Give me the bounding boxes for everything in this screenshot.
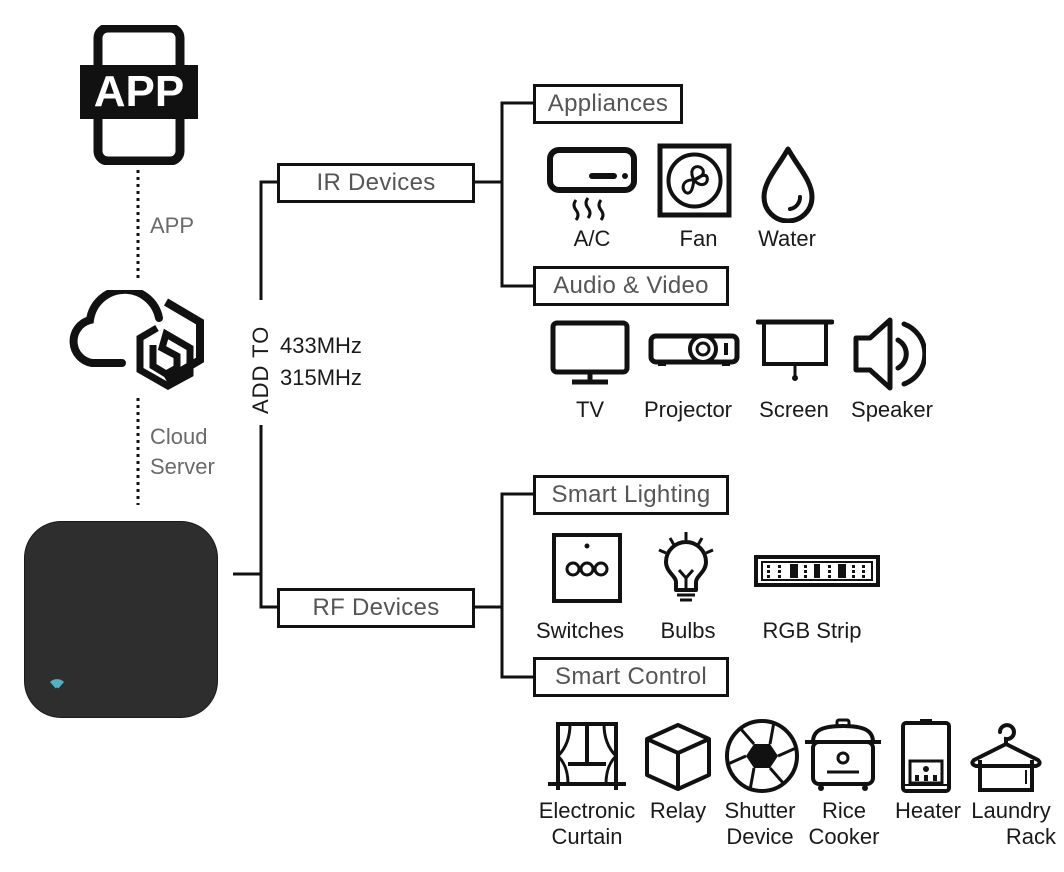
- item-label-screen: Screen: [759, 397, 829, 422]
- item-label-speaker: Speaker: [851, 397, 933, 422]
- ir-devices-box[interactable]: IR Devices: [277, 163, 475, 203]
- rf-fork-line: [500, 492, 535, 679]
- smart-control-box[interactable]: Smart Control: [533, 657, 729, 697]
- item-label-rgb-strip: RGB Strip: [762, 618, 862, 643]
- fan-icon: [657, 143, 732, 218]
- item-label-shutter-line1: Shutter: [724, 798, 796, 823]
- add-to-label: ADD TO: [248, 325, 273, 414]
- app-icon-label: APP: [93, 67, 185, 116]
- speaker-icon: [852, 316, 928, 392]
- water-drop-icon: [758, 145, 818, 224]
- trunk-line-ir: [259, 180, 280, 300]
- cloud-label-line2: Server: [150, 454, 215, 479]
- rice-cooker-icon: [803, 718, 883, 794]
- curtain-icon: [546, 720, 628, 794]
- frequency-315: 315MHz: [280, 365, 362, 390]
- item-label-ac: A/C: [573, 226, 611, 251]
- trunk-line-rf: [259, 425, 280, 609]
- appliances-box[interactable]: Appliances: [533, 84, 683, 124]
- item-label-rice-line1: Rice: [821, 798, 866, 823]
- item-label-projector: Projector: [643, 397, 733, 422]
- heater-icon: [900, 717, 952, 795]
- item-label-laundry-line2: Rack: [1005, 824, 1056, 849]
- app-link-label: APP: [150, 213, 195, 238]
- item-label-fan: Fan: [679, 226, 718, 251]
- ir-rf-hub-icon: [25, 522, 217, 717]
- smart-lighting-box[interactable]: Smart Lighting: [533, 475, 729, 515]
- item-label-curtain-line2: Curtain: [551, 824, 623, 849]
- cloud-server-icon: [62, 285, 212, 391]
- item-label-rice-line2: Cooker: [808, 824, 880, 849]
- item-label-tv: TV: [575, 397, 605, 422]
- wifi-indicator-icon: [50, 679, 64, 691]
- item-label-shutter-line2: Device: [726, 824, 794, 849]
- projection-screen-icon: [755, 318, 835, 384]
- ir-fork-line: [500, 101, 535, 288]
- item-label-curtain-line1: Electronic: [538, 798, 636, 823]
- item-label-switches: Switches: [535, 618, 625, 643]
- frequency-433: 433MHz: [280, 333, 362, 358]
- item-label-bulbs: Bulbs: [660, 618, 716, 643]
- rgb-strip-icon: [754, 555, 880, 587]
- audio-video-box[interactable]: Audio & Video: [533, 266, 729, 306]
- item-label-heater: Heater: [894, 798, 962, 823]
- relay-cube-icon: [643, 721, 713, 793]
- air-conditioner-icon: [546, 146, 638, 222]
- item-label-relay: Relay: [649, 798, 707, 823]
- light-bulb-icon: [656, 530, 716, 608]
- projector-icon: [648, 330, 740, 370]
- item-label-water: Water: [758, 226, 816, 251]
- item-label-laundry-line1: Laundry: [971, 798, 1051, 823]
- wall-switch-icon: [551, 532, 623, 604]
- shutter-icon: [724, 718, 800, 794]
- tv-icon: [550, 320, 630, 386]
- smartphone-app-icon: APP: [80, 23, 198, 166]
- rf-devices-box[interactable]: RF Devices: [277, 588, 475, 628]
- laundry-rack-icon: [968, 718, 1044, 794]
- cloud-label-line1: Cloud: [150, 424, 208, 449]
